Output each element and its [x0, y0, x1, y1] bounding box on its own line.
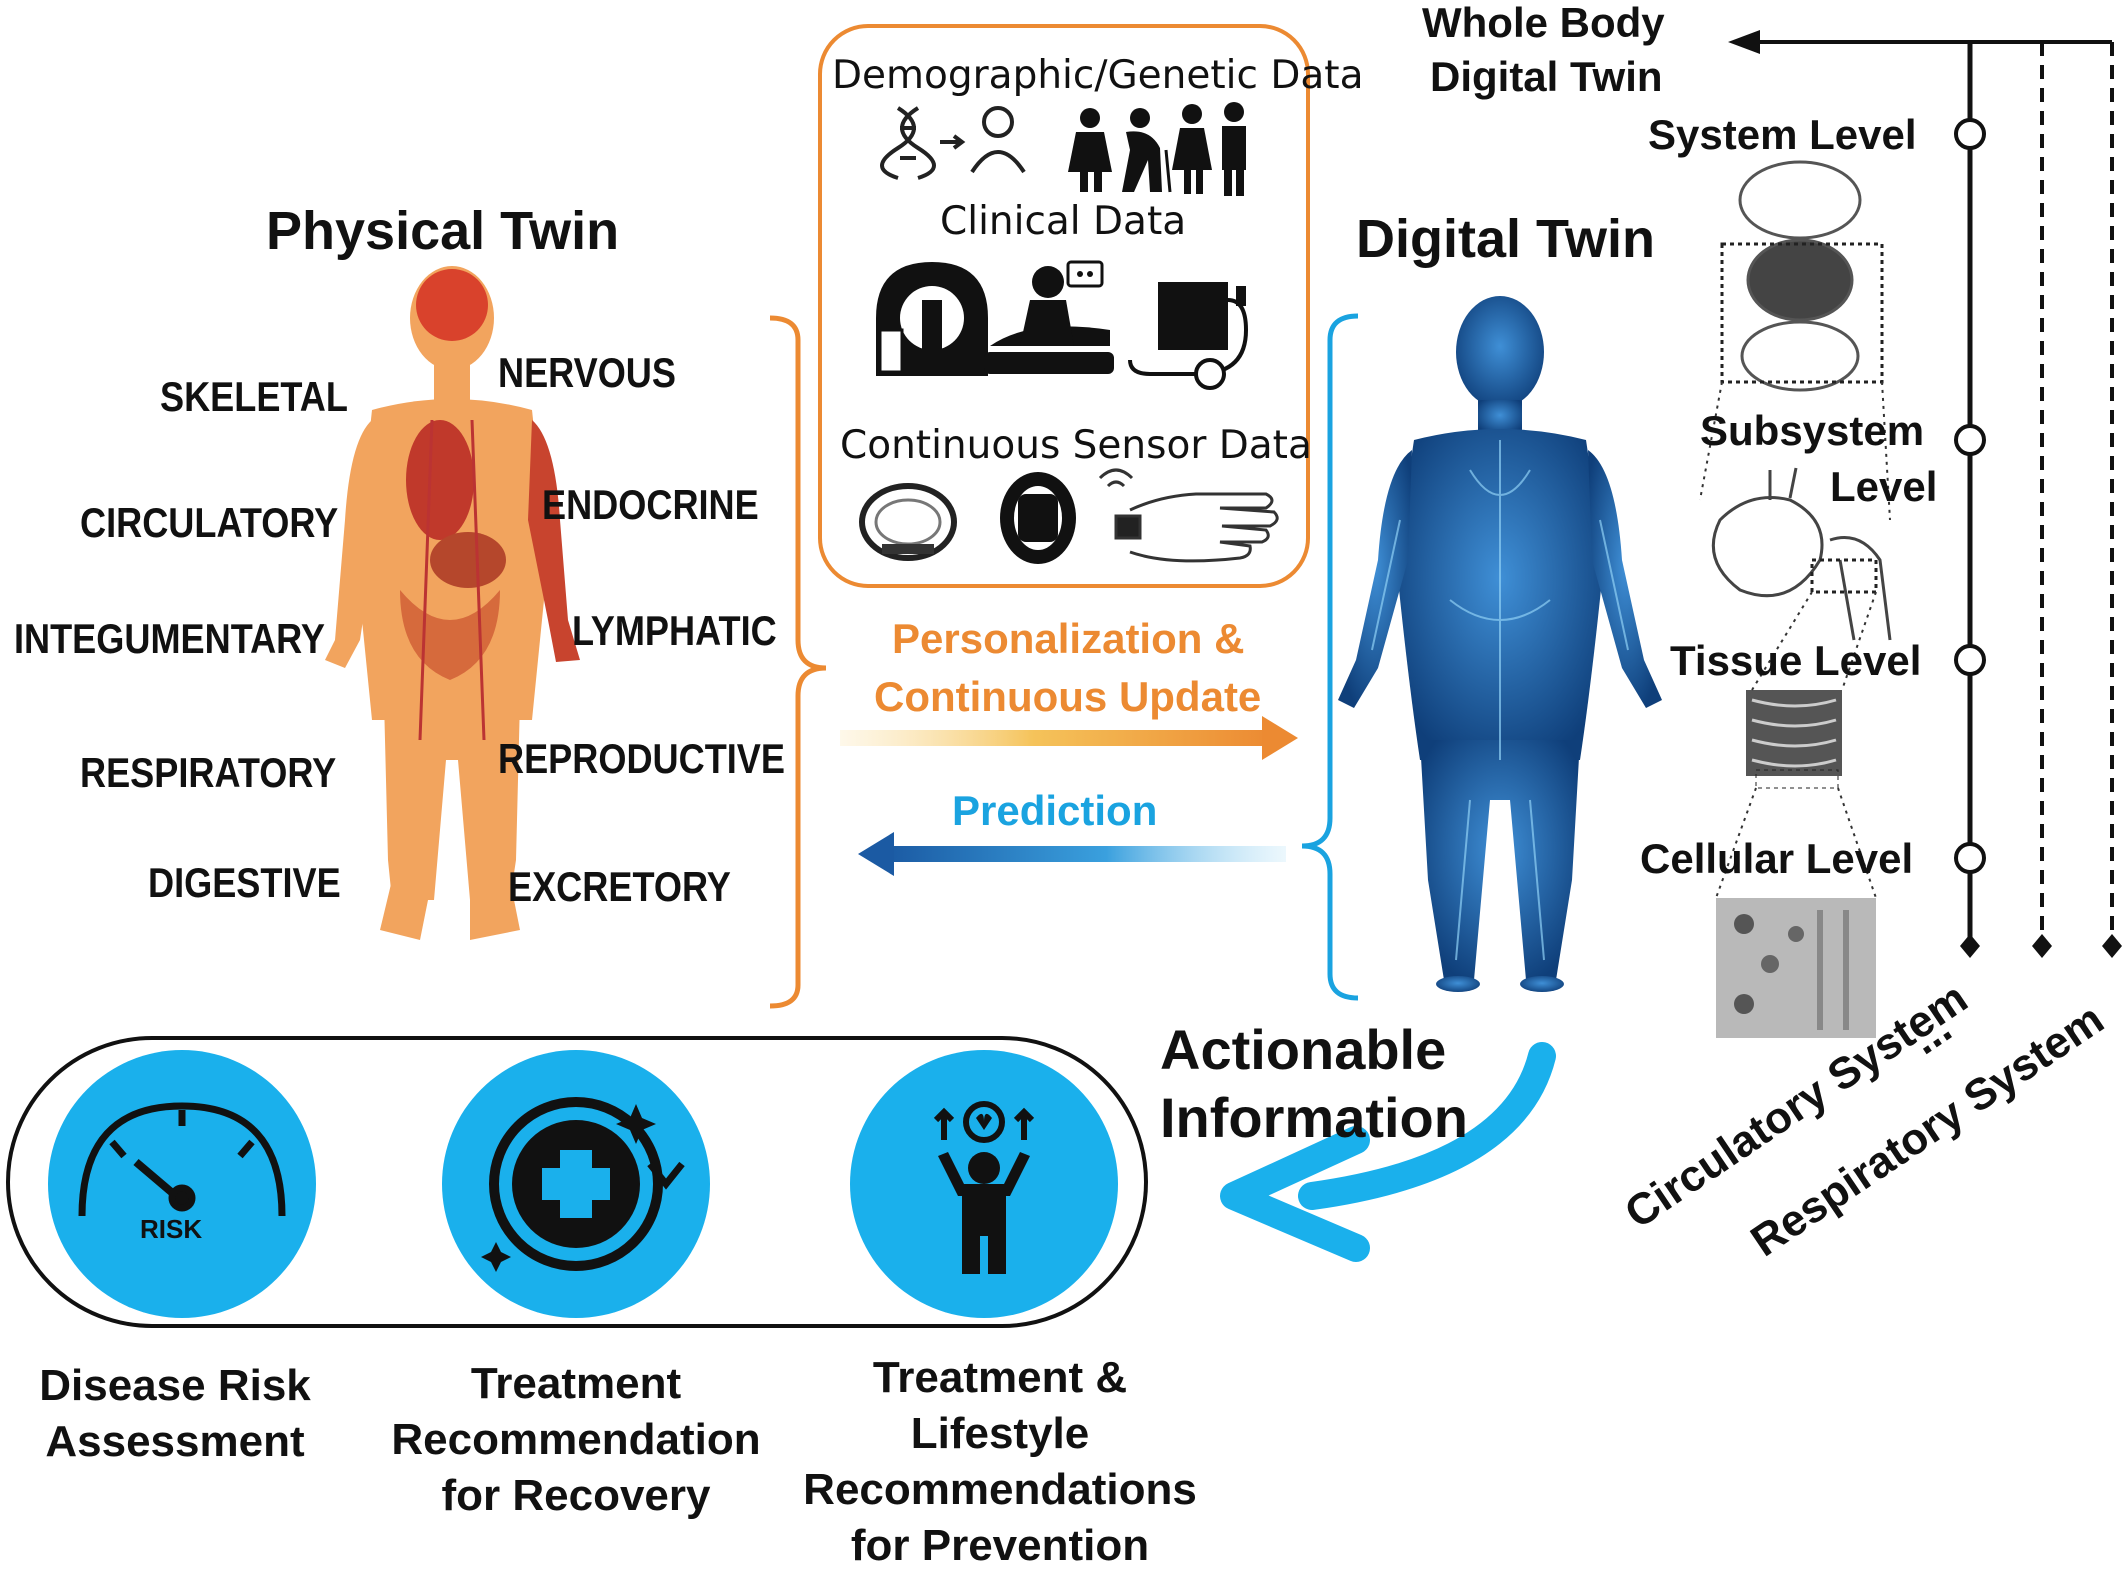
- update-label-line2: Continuous Update: [874, 673, 1262, 720]
- physical-twin-title: Physical Twin: [266, 201, 620, 261]
- physical-bracket: [769, 315, 827, 1009]
- subsystem-level-illustration: [1711, 467, 1892, 641]
- system-level-illustration: [1720, 160, 1884, 392]
- system-label-circulatory: CIRCULATORY: [80, 499, 339, 546]
- update-label-line1: Personalization &: [892, 615, 1245, 662]
- system-level-node: [1954, 118, 1986, 150]
- risk-gauge-icon: [78, 1102, 286, 1217]
- sensor-data-label: Continuous Sensor Data: [840, 423, 1312, 468]
- family-icon: [1068, 102, 1246, 196]
- system-label-excretory: EXCRETORY: [508, 863, 731, 910]
- system-level-label: System Level: [1648, 111, 1917, 158]
- hand-sensor-icon: [1098, 468, 1279, 563]
- level-zoom-lines: [1699, 381, 1891, 899]
- risk-badge-text: RISK: [140, 1214, 203, 1244]
- tissue-level-node: [1954, 644, 1986, 676]
- actionable-information-line2: Information: [1160, 1086, 1468, 1149]
- system-label-digestive: DIGESTIVE: [148, 859, 341, 906]
- subsystem-level-label-line2: Level: [1830, 463, 1938, 510]
- clinical-data-label: Clinical Data: [940, 199, 1187, 244]
- medical-cross-icon: [481, 1097, 685, 1272]
- mri-scanner-icon: [876, 262, 988, 376]
- blood-pressure-monitor-icon: [1128, 282, 1249, 390]
- prediction-arrow: [858, 832, 1286, 876]
- prediction-label: Prediction: [952, 787, 1158, 834]
- personalization-update-arrow: [840, 716, 1298, 760]
- subsystem-level-node: [1954, 424, 1986, 456]
- digital-bracket: [1301, 313, 1359, 1001]
- cellular-level-illustration: [1716, 898, 1876, 1038]
- physical-body-figure: [325, 266, 580, 940]
- system-label-skeletal: SKELETAL: [160, 373, 348, 420]
- digital-body-veins: [1371, 440, 1629, 961]
- actionable-arrow: [1298, 1042, 1556, 1210]
- dna-to-person-icon: [880, 106, 1026, 180]
- whole-body-label-line2: Digital Twin: [1430, 53, 1663, 100]
- smart-ring-icon: [859, 483, 957, 561]
- system-label-nervous: NERVOUS: [498, 349, 676, 396]
- tissue-level-illustration: [1746, 690, 1842, 789]
- whole-body-label-line1: Whole Body: [1422, 0, 1665, 46]
- disease-risk-circle: [48, 1050, 316, 1318]
- output-treatment-recovery: Treatment Recommendation for Recovery: [391, 1359, 761, 1520]
- system-label-lymphatic: LYMPHATIC: [572, 607, 777, 654]
- demographic-data-label: Demographic/Genetic Data: [832, 53, 1364, 98]
- system-label-integumentary: INTEGUMENTARY: [14, 615, 326, 662]
- subsystem-level-label-line1: Subsystem: [1700, 407, 1925, 454]
- tissue-level-label: Tissue Level: [1670, 637, 1922, 684]
- system-label-endocrine: ENDOCRINE: [542, 481, 759, 528]
- cellular-level-node: [1954, 842, 1986, 874]
- system-label-reproductive: REPRODUCTIVE: [498, 735, 785, 782]
- output-disease-risk: Disease Risk Assessment: [39, 1361, 311, 1466]
- system-label-respiratory: RESPIRATORY: [80, 749, 337, 796]
- smart-watch-icon: [1000, 472, 1076, 564]
- patient-examination-icon: [984, 260, 1114, 374]
- actionable-information-line1: Actionable: [1160, 1018, 1447, 1081]
- output-lifestyle-prevention: Treatment & Lifestyle Recommendations fo…: [803, 1353, 1197, 1570]
- healthy-person-icon: [933, 1101, 1035, 1274]
- digital-twin-title: Digital Twin: [1356, 209, 1655, 269]
- cellular-level-label: Cellular Level: [1640, 835, 1914, 882]
- hierarchy-tree: [1728, 30, 2122, 958]
